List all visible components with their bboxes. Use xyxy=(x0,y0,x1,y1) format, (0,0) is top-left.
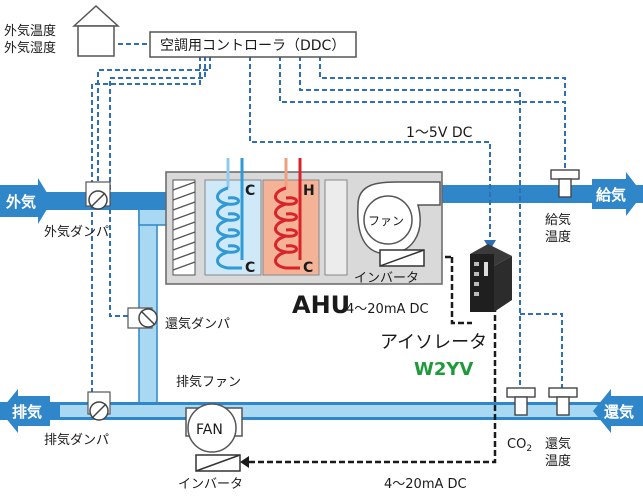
signal-lines xyxy=(91,43,566,400)
heating-coil-panel xyxy=(262,179,320,276)
sensor-icon-co2 xyxy=(506,387,536,416)
exhaust-fan-box-label: FAN xyxy=(196,422,223,438)
controller-label: 空調用コントローラ（DDC） xyxy=(160,38,345,54)
arrow-to-inverter-bottom xyxy=(240,456,249,468)
sensor-icon-supply-temp xyxy=(550,169,580,198)
return-temp-label-1: 還気 xyxy=(545,436,571,452)
damper-icon-outside xyxy=(85,181,111,210)
house-icon xyxy=(72,4,120,57)
heating-coil-icon xyxy=(274,158,302,270)
return-damper-label: 還気ダンパ xyxy=(165,316,230,332)
outdoor-humidity-label: 外気湿度 xyxy=(4,40,56,56)
arrow-return-air: 還気 xyxy=(593,389,643,433)
arrow-exhaust-air: 排気 xyxy=(0,389,50,433)
cooling-coil-panel xyxy=(204,179,262,276)
inverter-icon-top xyxy=(379,249,425,267)
outdoor-temp-label: 外気温度 xyxy=(4,23,56,39)
isolator-label: アイソレータ xyxy=(380,332,487,353)
inverter-bottom-label: インバータ xyxy=(178,477,243,492)
sensor-icon-return-temp xyxy=(548,387,578,416)
outside-air-label: 外気 xyxy=(5,193,36,211)
supply-temp-label-2: 温度 xyxy=(545,229,571,245)
return-temp-label-2: 温度 xyxy=(545,453,571,469)
filter-element xyxy=(172,179,196,276)
controller-box xyxy=(149,31,357,58)
arrow-supply-air: 給気 xyxy=(592,172,643,216)
exhaust-damper-label: 排気ダンパ xyxy=(44,432,109,448)
arrow-outside-air: 外気 xyxy=(0,178,52,224)
isolator-device-icon xyxy=(470,244,512,312)
bottom-duct-light xyxy=(60,405,640,417)
exhaust-air-label: 排気 xyxy=(12,403,42,421)
exhaust-fan-icon xyxy=(185,403,243,453)
cooling-coil-icon xyxy=(216,158,244,270)
co2-label: CO2 xyxy=(507,437,532,454)
coil-c1-label: C xyxy=(245,183,255,199)
inverter-top-label: インバータ xyxy=(354,271,419,286)
exhaust-fan-label: 排気ファン xyxy=(176,374,241,390)
ahu-fan-icon xyxy=(357,181,441,255)
supply-temp-label-1: 給気 xyxy=(545,212,571,228)
current-signal-lines xyxy=(246,257,497,464)
coil-c3-label: C xyxy=(303,260,313,276)
current-signal-top-label: 4～20mA DC xyxy=(346,302,429,317)
coil-h-label: H xyxy=(303,183,315,199)
inverter-icon-bottom xyxy=(195,454,241,472)
ahu-label: AHU xyxy=(292,291,350,319)
outside-damper-label: 外気ダンパ xyxy=(44,224,109,240)
ahu-fan-label: ファン xyxy=(368,214,404,228)
supply-air-label: 給気 xyxy=(596,186,626,204)
damper-icon-return xyxy=(127,307,158,329)
current-signal-bottom-label: 4～20mA DC xyxy=(384,477,467,492)
return-air-label: 還気 xyxy=(604,403,634,421)
coil-c2-label: C xyxy=(245,260,255,276)
model-label: W2YV xyxy=(414,359,473,380)
damper-icon-exhaust xyxy=(87,391,111,421)
voltage-signal-label: 1～5V DC xyxy=(406,125,473,141)
